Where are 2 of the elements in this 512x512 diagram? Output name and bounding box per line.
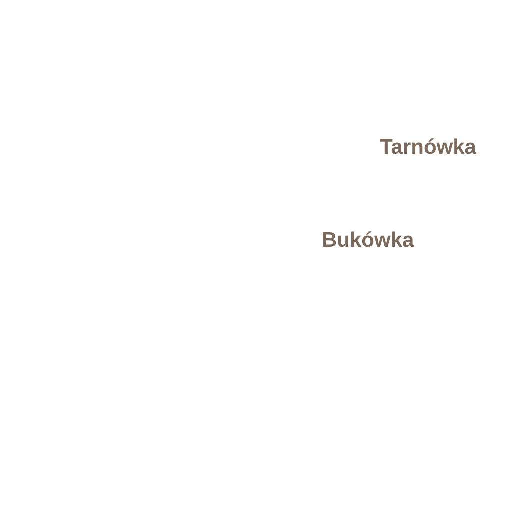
place-name: Tarnówka: [380, 137, 476, 158]
place-name: Bukówka: [322, 230, 414, 251]
